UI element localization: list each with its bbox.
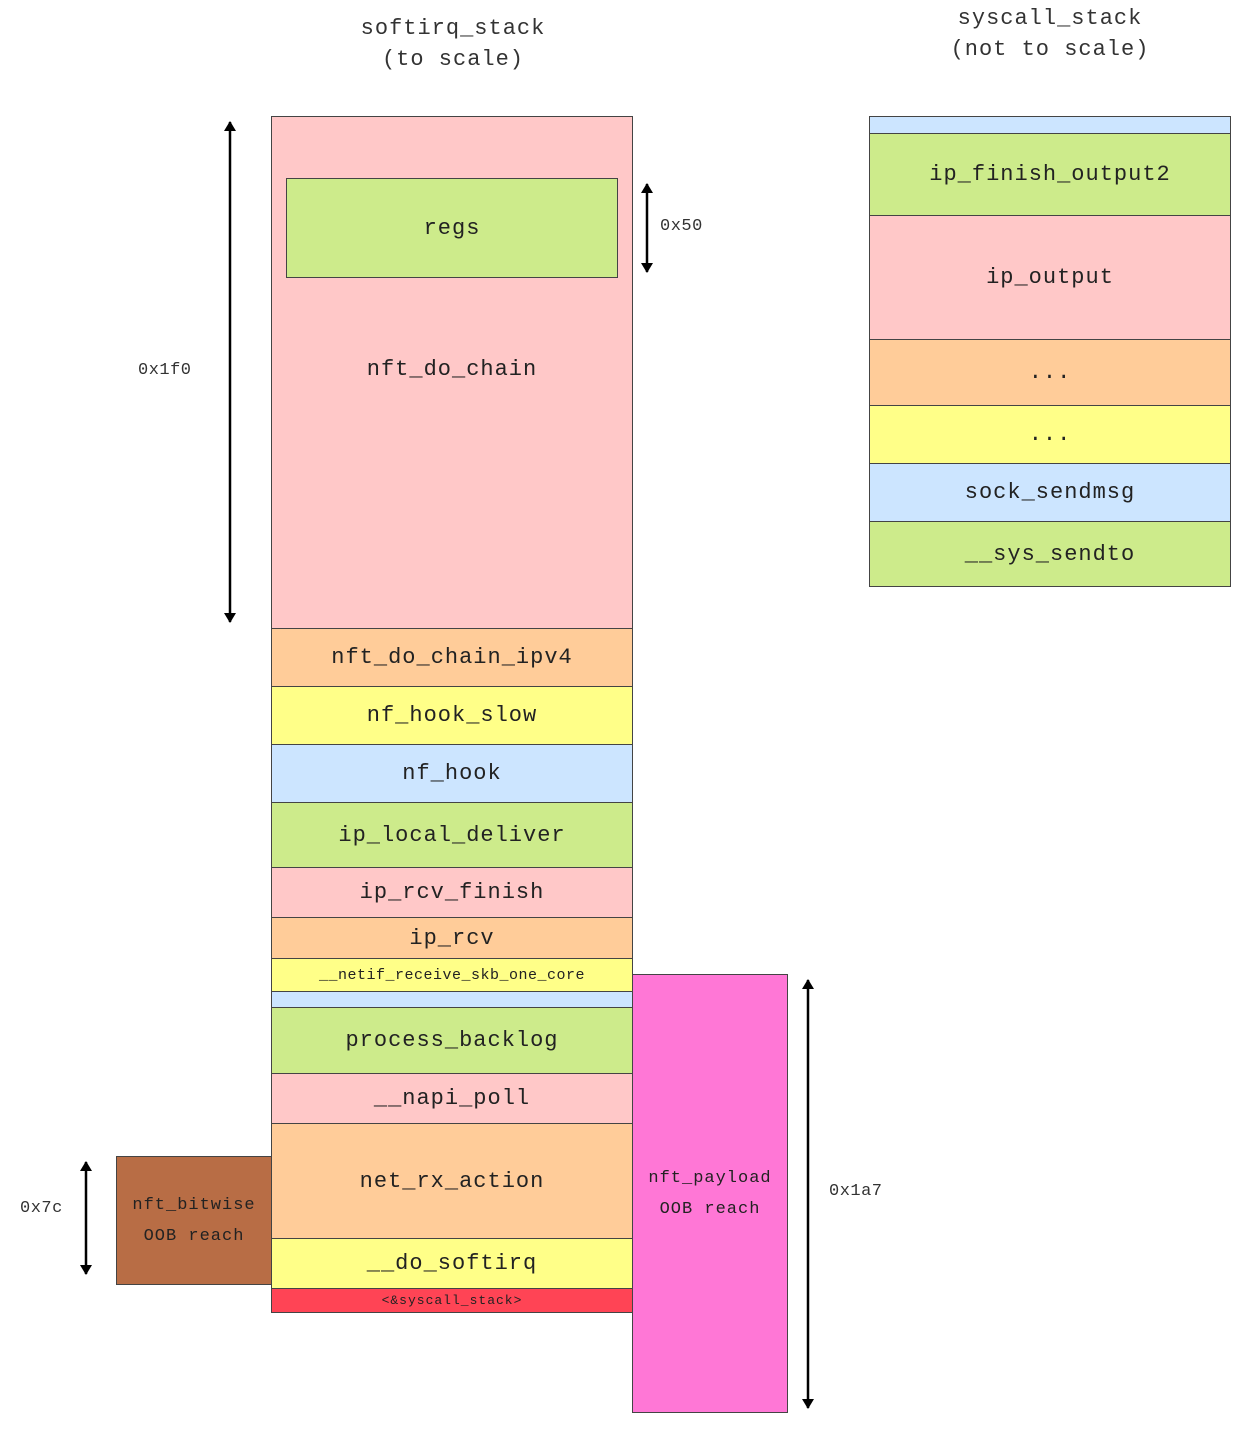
frame-label: process_backlog xyxy=(345,1028,559,1053)
regs-size-label: 0x50 xyxy=(660,217,703,236)
frame-label: nf_hook_slow xyxy=(366,703,538,728)
frame-label: __napi_poll xyxy=(373,1086,531,1111)
syscall-frame-ellipsis-1: ... xyxy=(869,339,1231,406)
frame-label: ip_finish_output2 xyxy=(929,162,1171,187)
syscall-stack-title: syscall_stack (not to scale) xyxy=(900,3,1200,65)
bitwise-reach-label: 0x7c xyxy=(20,1199,63,1218)
syscall-frame-sys-sendto: __sys_sendto xyxy=(869,521,1231,587)
frame-label: ip_rcv_finish xyxy=(359,880,545,905)
nft-bitwise-oob-label-1: nft_bitwise xyxy=(132,1195,256,1215)
frame-nf-hook: nf_hook xyxy=(271,744,633,803)
syscall-frame-sock-sendmsg: sock_sendmsg xyxy=(869,463,1231,522)
frame-label: nf_hook xyxy=(402,761,502,786)
frame-label: ... xyxy=(1028,422,1072,447)
frame-label: ... xyxy=(1028,360,1072,385)
syscall-frame-ip-output: ip_output xyxy=(869,215,1231,340)
frame-label: nft_do_chain_ipv4 xyxy=(331,645,573,670)
syscall-frame-ip-finish-output2: ip_finish_output2 xyxy=(869,133,1231,216)
frame-label: ip_local_deliver xyxy=(338,822,566,848)
regs-box: regs xyxy=(286,178,618,278)
frame-label: sock_sendmsg xyxy=(964,480,1136,505)
frame-syscall-stack-pointer: <&syscall_stack> xyxy=(271,1288,633,1313)
nft-do-chain-size-label: 0x1f0 xyxy=(138,361,192,380)
syscall-stack-title-note: (not to scale) xyxy=(950,37,1150,62)
nft-bitwise-oob-region: nft_bitwise OOB reach xyxy=(116,1156,272,1285)
frame-label: ip_rcv xyxy=(409,925,495,951)
nft-payload-oob-region: nft_payload OOB reach xyxy=(632,974,788,1413)
frame-ip-local-deliver: ip_local_deliver xyxy=(271,802,633,868)
payload-reach-label: 0x1a7 xyxy=(829,1182,883,1201)
frame-ip-rcv-finish: ip_rcv_finish xyxy=(271,867,633,918)
nft-payload-oob-label-2: OOB reach xyxy=(659,1199,761,1219)
nft-bitwise-oob-label-2: OOB reach xyxy=(143,1226,245,1246)
softirq-stack-title-name: softirq_stack xyxy=(360,16,546,41)
frame-label: <&syscall_stack> xyxy=(381,1293,523,1308)
softirq-stack-title-note: (to scale) xyxy=(381,47,525,72)
regs-label: regs xyxy=(423,215,481,241)
nft-payload-oob-label-1: nft_payload xyxy=(648,1168,772,1188)
syscall-frame-ellipsis-2: ... xyxy=(869,405,1231,464)
frame-label: net_rx_action xyxy=(359,1168,545,1194)
frame-label: __netif_receive_skb_one_core xyxy=(318,966,586,984)
frame-net-rx-action: net_rx_action xyxy=(271,1123,633,1239)
frame-nft-do-chain-label: nft_do_chain xyxy=(366,357,538,382)
frame-label: __do_softirq xyxy=(366,1251,538,1276)
syscall-stack-title-name: syscall_stack xyxy=(957,6,1143,31)
softirq-stack-title: softirq_stack (to scale) xyxy=(303,13,603,75)
frame-do-softirq: __do_softirq xyxy=(271,1238,633,1289)
frame-label: __sys_sendto xyxy=(964,541,1136,567)
frame-napi-poll: __napi_poll xyxy=(271,1073,633,1124)
frame-label: ip_output xyxy=(986,265,1114,290)
frame-ip-rcv: ip_rcv xyxy=(271,917,633,959)
